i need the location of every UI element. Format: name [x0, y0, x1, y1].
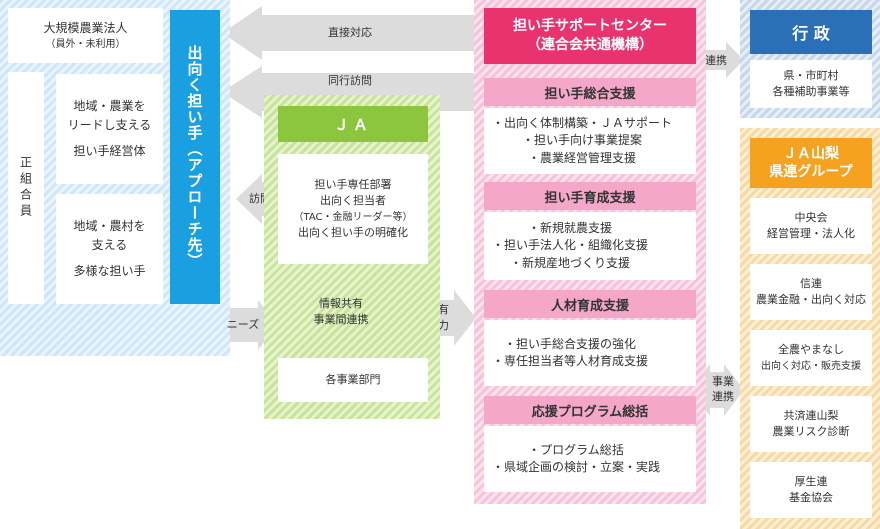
ja-dept-line3: （TAC・金融リーダー等） — [293, 211, 413, 223]
member-1-line1: 中央会 — [794, 210, 828, 224]
member-3-line1: 全農やまなし — [778, 343, 844, 357]
needs-label: ニーズ — [226, 317, 260, 331]
leader-line3: 担い手経営体 — [73, 144, 146, 159]
regular-members-label: 正組合員 — [18, 156, 33, 220]
section-4-list: ・プログラム総括 ・県域企画の検討・立案・実践 — [484, 442, 660, 477]
section-2-item-2: ・担い手法人化・組織化支援 — [492, 238, 649, 253]
diverse-box: 地域・農村を 支える 多様な担い手 — [56, 194, 163, 304]
ja-dept-box: 担い手専任部署 出向く担当者 （TAC・金融リーダー等） 出向く担い手の明確化 — [278, 154, 428, 264]
section-3-item-2: ・専任担当者等人材育成支援 — [492, 354, 649, 368]
business-renkei-line1: 事業 — [712, 375, 734, 389]
section-2-item-1: ・新規就農支援 — [528, 220, 613, 235]
section-1-item-1: ・出向く体制構築・ＪＡサポート — [492, 115, 673, 130]
section-2-item-3: ・新規産地づくり支援 — [510, 255, 631, 270]
member-1-line2: 経営管理・法人化 — [767, 227, 855, 240]
needs-arrow — [220, 300, 278, 350]
member-3-line2: 出向く対応・販売支援 — [761, 360, 861, 372]
ja-info-share-line1: 情報共有 — [319, 296, 363, 310]
ja-group-member-2: 信連 農業金融・出向く対応 — [750, 264, 872, 320]
ja-group-member-1: 中央会 経営管理・法人化 — [750, 198, 872, 254]
section-1-heading: 担い手総合支援 — [484, 78, 696, 106]
ja-title: ＪＡ — [333, 115, 372, 134]
renkei-label: 連携 — [705, 53, 727, 67]
ja-group-title-line1: ＪＡ山梨 — [783, 145, 839, 162]
ja-group-member-5: 厚生連 基金協会 — [750, 462, 872, 518]
section-3-heading: 人材育成支援 — [484, 290, 696, 318]
ja-info-share: 情報共有 事業間連携 — [298, 292, 384, 332]
section-3-body: ・担い手総合支援の強化 ・専任担当者等人材育成支援 — [484, 320, 696, 386]
approach-title-box: 出向く担い手（アプローチ先） — [170, 10, 220, 304]
government-title: 行 政 — [792, 24, 830, 43]
ja-group-member-3: 全農やまなし 出向く対応・販売支援 — [750, 330, 872, 386]
diverse-line2: 支える — [91, 237, 128, 252]
section-2-heading: 担い手育成支援 — [484, 182, 696, 210]
business-renkei-line2: 連携 — [712, 390, 734, 403]
large-corp-sub: （員外・未利用） — [45, 38, 126, 50]
government-line1: 県・市町村 — [783, 69, 839, 83]
member-2-line2: 農業金融・出向く対応 — [756, 293, 866, 306]
approach-title: 出向く担い手（アプローチ先） — [185, 45, 204, 269]
ja-dept-line1: 担い手専任部署 — [314, 177, 392, 191]
section-1-body: ・出向く体制構築・ＪＡサポート ・担い手向け事業提案 ・農業経営管理支援 — [484, 108, 696, 174]
business-renkei-label: 事業 連携 — [706, 374, 740, 406]
section-2-body: ・新規就農支援 ・担い手法人化・組織化支援 ・新規産地づくり支援 — [484, 212, 696, 280]
section-4-body: ・プログラム総括 ・県域企画の検討・立案・実践 — [484, 426, 696, 492]
member-4-line1: 共済連山梨 — [783, 408, 839, 422]
section-1-item-2: ・担い手向け事業提案 — [522, 133, 643, 148]
diverse-line1: 地域・農村を — [73, 219, 146, 234]
section-4-item-2: ・県域企画の検討・立案・実践 — [492, 460, 661, 474]
section-1-list: ・出向く体制構築・ＪＡサポート ・担い手向け事業提案 ・農業経営管理支援 — [484, 115, 672, 167]
diverse-line3: 多様な担い手 — [73, 264, 146, 279]
member-5-line1: 厚生連 — [794, 474, 828, 488]
leader-box: 地域・農業を リードし支える 担い手経営体 — [56, 74, 163, 184]
support-center-title-line1: 担い手サポートセンター — [513, 18, 667, 35]
government-line2: 各種補助事業等 — [772, 85, 850, 98]
ja-group-title-line2: 県連グループ — [769, 164, 853, 180]
ja-group-member-4: 共済連山梨 農業リスク診断 — [750, 396, 872, 452]
direct-label: 直接対応 — [328, 25, 372, 39]
government-title-box: 行 政 — [750, 10, 872, 54]
section-4-heading: 応援プログラム総括 — [484, 396, 696, 424]
ja-group-title-box: ＪＡ山梨 県連グループ — [750, 138, 872, 188]
large-corp-box: 大規模農業法人 （員外・未利用） — [8, 8, 163, 63]
large-corp-title: 大規模農業法人 — [43, 21, 128, 36]
support-center-title-line2: （連合会共通機構） — [527, 37, 653, 53]
leader-line2: リードし支える — [67, 117, 152, 132]
leader-line1: 地域・農業を — [73, 99, 146, 114]
section-1-item-3: ・農業経営管理支援 — [528, 150, 637, 165]
section-2-list: ・新規就農支援 ・担い手法人化・組織化支援 ・新規産地づくり支援 — [484, 220, 648, 272]
section-4-item-1: ・プログラム総括 — [528, 442, 624, 457]
support-center-title-box: 担い手サポートセンター （連合会共通機構） — [484, 8, 696, 64]
member-5-line2: 基金協会 — [789, 491, 833, 504]
ja-dept-line2: 出向く担当者 — [320, 194, 386, 208]
ja-departments: 各事業部門 — [325, 372, 381, 386]
ja-title-box: ＪＡ — [278, 106, 428, 142]
regular-members-box: 正組合員 — [8, 72, 44, 304]
section-3-list: ・担い手総合支援の強化 ・専任担当者等人材育成支援 — [484, 336, 648, 371]
accompany-label: 同行訪問 — [328, 73, 372, 87]
direct-arrow — [222, 6, 474, 60]
ja-departments-box: 各事業部門 — [278, 358, 428, 402]
government-body: 県・市町村 各種補助事業等 — [750, 60, 872, 108]
ja-info-share-line2: 事業間連携 — [313, 313, 369, 326]
section-3-item-1: ・担い手総合支援の強化 — [504, 336, 637, 351]
member-2-line1: 信連 — [800, 276, 822, 290]
member-4-line2: 農業リスク診断 — [772, 425, 850, 438]
ja-dept-line4: 出向く担い手の明確化 — [298, 225, 408, 239]
